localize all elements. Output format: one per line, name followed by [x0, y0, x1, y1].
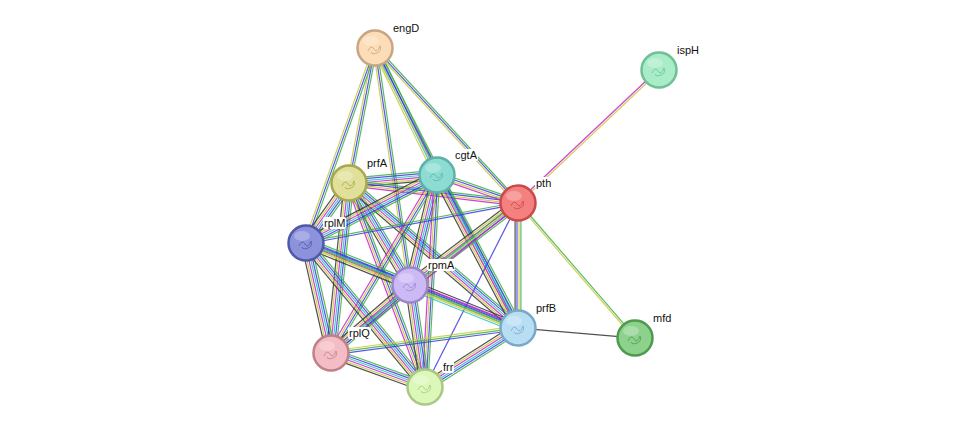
node-circle: [616, 319, 654, 357]
node-label: engD: [392, 22, 420, 34]
node-circle: [640, 51, 678, 89]
node-circle: [499, 184, 537, 222]
node-label: mfd: [652, 312, 672, 324]
node-label: cgtA: [454, 149, 478, 161]
protein-node: engD: [356, 29, 394, 67]
node-circle: [406, 368, 444, 406]
interaction-edge: [528, 215, 625, 327]
interaction-edge: [529, 80, 648, 192]
node-circle: [312, 334, 350, 372]
interaction-edge: [340, 292, 401, 346]
node-circle: [287, 224, 325, 262]
node-label: rplQ: [348, 327, 371, 339]
interaction-edge: [305, 258, 332, 339]
interaction-edge: [385, 59, 509, 193]
node-label: frr: [442, 361, 454, 373]
protein-node: pth: [499, 184, 537, 222]
node-label: rpmA: [427, 259, 455, 271]
protein-node: ispH: [640, 51, 678, 89]
interaction-edge: [451, 178, 504, 201]
node-circle: [330, 164, 368, 202]
node-circle: [391, 266, 429, 304]
node-label: prfB: [535, 302, 557, 314]
protein-node: rpmA: [391, 266, 429, 304]
protein-node: rplM: [287, 224, 325, 262]
protein-node: frr: [406, 368, 444, 406]
node-circle: [499, 309, 537, 347]
interaction-edge: [534, 329, 619, 336]
node-label: rplM: [323, 217, 346, 229]
protein-node: mfd: [616, 319, 654, 357]
interaction-edge: [408, 300, 428, 372]
protein-node: cgtA: [418, 156, 456, 194]
node-circle: [356, 29, 394, 67]
protein-node: rplQ: [312, 334, 350, 372]
interaction-edge: [322, 205, 503, 241]
interaction-edge: [423, 287, 505, 327]
node-label: prfA: [366, 157, 388, 169]
node-label: pth: [535, 177, 552, 189]
protein-node: prfB: [499, 309, 537, 347]
interaction-edge: [515, 219, 521, 312]
node-label: ispH: [676, 44, 700, 56]
protein-node: prfA: [330, 164, 368, 202]
interaction-edge: [436, 333, 507, 383]
interaction-edge: [344, 354, 411, 386]
node-circle: [418, 156, 456, 194]
